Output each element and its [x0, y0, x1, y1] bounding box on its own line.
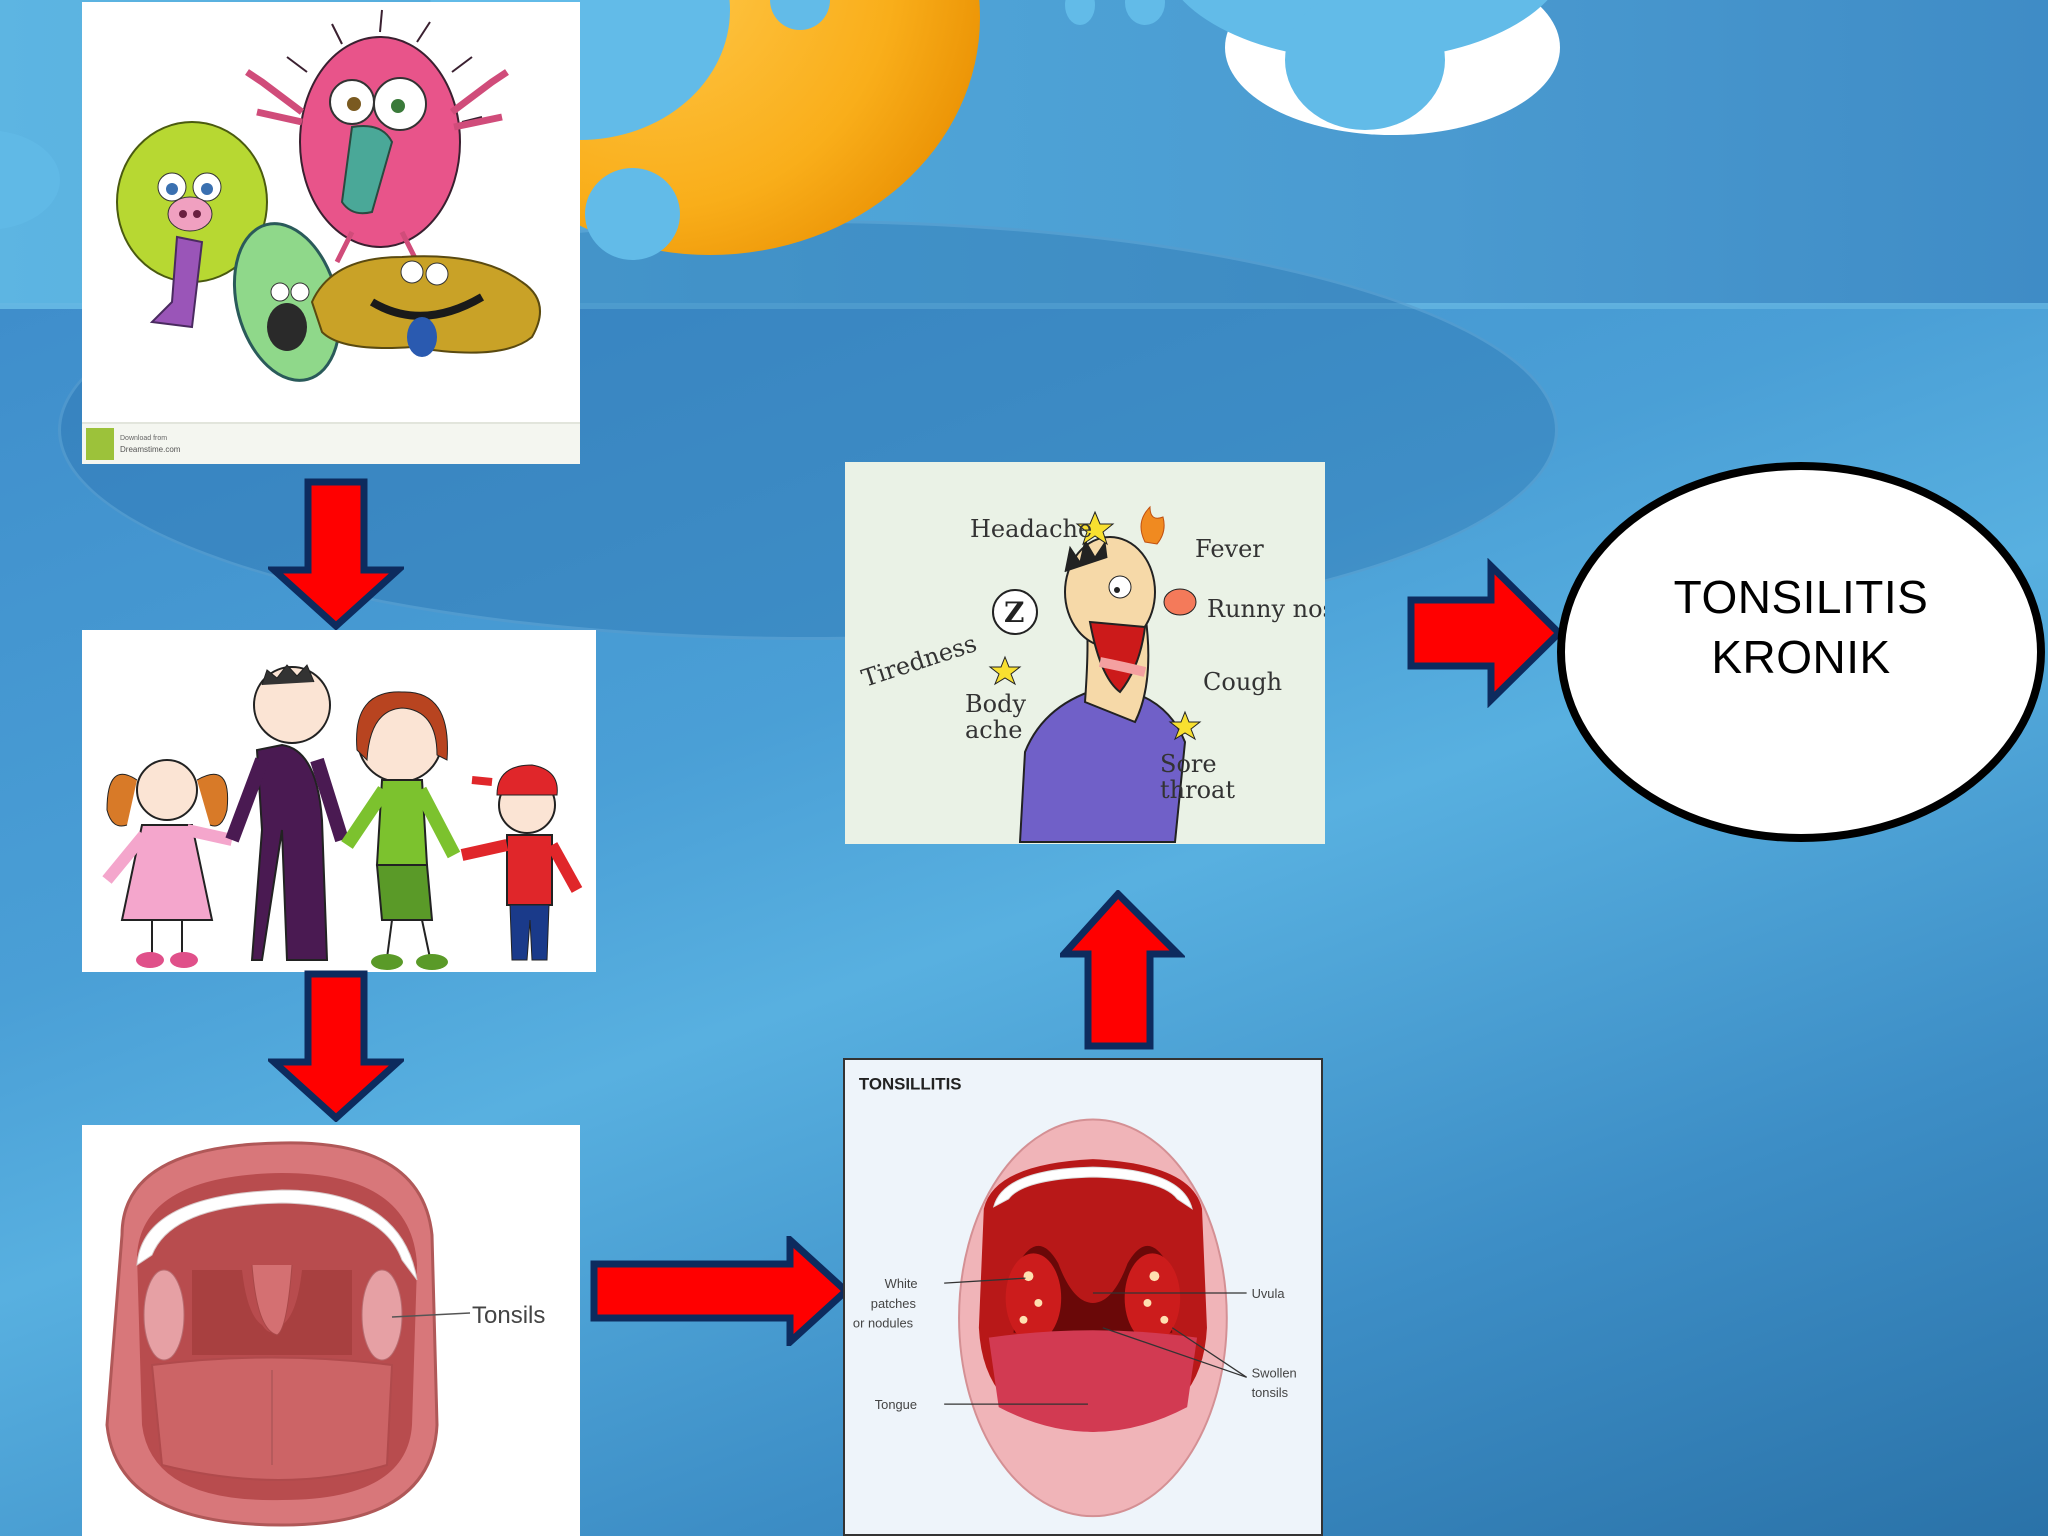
sore-throat-label: throat	[1160, 776, 1235, 804]
arrow-down-icon	[268, 478, 404, 630]
swollen-tonsils-label: tonsils	[1252, 1385, 1289, 1400]
uvula-label: Uvula	[1252, 1286, 1286, 1301]
cloud-decoration	[1285, 0, 1445, 130]
normal-mouth-image: Tonsils	[82, 1125, 580, 1536]
diagram-title: TONSILLITIS	[859, 1075, 962, 1094]
body-ache-label: Body	[965, 690, 1026, 718]
fever-label: Fever	[1195, 535, 1264, 563]
arrow-right-icon	[1407, 558, 1564, 708]
sore-throat-label: Sore	[1160, 750, 1217, 778]
cough-label: Cough	[1203, 668, 1282, 696]
arrow-right-icon	[590, 1236, 852, 1346]
tonsillitis-diagram-icon: TONSILLITIS White patches or nodules Uvu…	[845, 1060, 1321, 1534]
watermark-text: Dreamstime.com	[120, 445, 181, 454]
white-patches-label: or nodules	[853, 1316, 913, 1331]
symptoms-cartoon-image: Z Headache Fever Runny nose Tiredness Co…	[845, 462, 1325, 844]
arrow-right-top	[1405, 558, 1565, 708]
arrow-up-icon	[1060, 890, 1185, 1050]
result-line-2: KRONIK	[1711, 631, 1891, 683]
result-ellipse: TONSILITIS KRONIK	[1557, 462, 2045, 842]
body-ache-label: ache	[965, 716, 1022, 744]
runny-nose-label: Runny nose	[1207, 595, 1325, 623]
tonsils-label: Tonsils	[472, 1302, 545, 1329]
headache-label: Headache	[970, 515, 1092, 543]
white-patches-label: White	[885, 1276, 918, 1291]
z-bubble-label: Z	[1004, 596, 1024, 629]
arrow-down-icon	[268, 970, 404, 1122]
arrow-down-1	[268, 478, 404, 630]
sick-man-illustration-icon: Z Headache Fever Runny nose Tiredness Co…	[845, 462, 1325, 844]
germs-image: Download from Dreamstime.com	[82, 2, 580, 464]
swollen-tonsils-label: Swollen	[1252, 1365, 1297, 1380]
arrow-right-bottom	[590, 1236, 852, 1346]
family-image	[82, 630, 596, 972]
germs-illustration-icon: Download from Dreamstime.com	[82, 2, 580, 464]
mouth-tonsils-illustration-icon: Tonsils	[82, 1125, 580, 1536]
result-line-1: TONSILITIS	[1673, 571, 1929, 623]
tonsillitis-diagram-image: TONSILLITIS White patches or nodules Uvu…	[843, 1058, 1323, 1536]
arrow-down-2	[268, 970, 404, 1122]
watermark-caption: Download from	[120, 435, 167, 442]
family-illustration-icon	[82, 630, 596, 972]
cloud-decoration	[585, 168, 680, 260]
arrow-up	[1060, 890, 1185, 1050]
tongue-label: Tongue	[875, 1397, 917, 1412]
white-patches-label: patches	[871, 1296, 916, 1311]
